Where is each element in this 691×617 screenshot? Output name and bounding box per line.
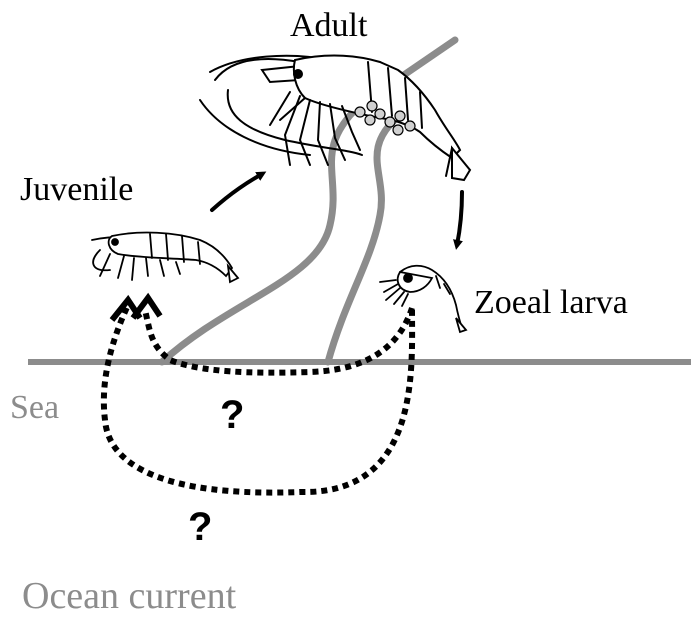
zoeal-larva-icon [380, 266, 466, 332]
ocean-current-path [104, 305, 412, 493]
question-mark-coastal: ? [220, 393, 244, 437]
dispersal-paths [104, 305, 412, 493]
arrow-adult-to-larva [457, 192, 462, 245]
label-juvenile: Juvenile [20, 171, 133, 208]
label-zoeal-larva: Zoeal larva [474, 284, 628, 321]
dispersal-arrowheads [112, 298, 160, 320]
label-ocean-current: Ocean current [22, 575, 237, 617]
label-adult: Adult [290, 7, 368, 44]
label-sea: Sea [10, 389, 59, 426]
life-cycle-arrows [212, 174, 462, 245]
arrow-juvenile-to-adult [212, 174, 262, 210]
river-right-bank [328, 115, 400, 362]
juvenile-shrimp-icon [92, 233, 238, 282]
question-mark-ocean: ? [188, 505, 212, 549]
